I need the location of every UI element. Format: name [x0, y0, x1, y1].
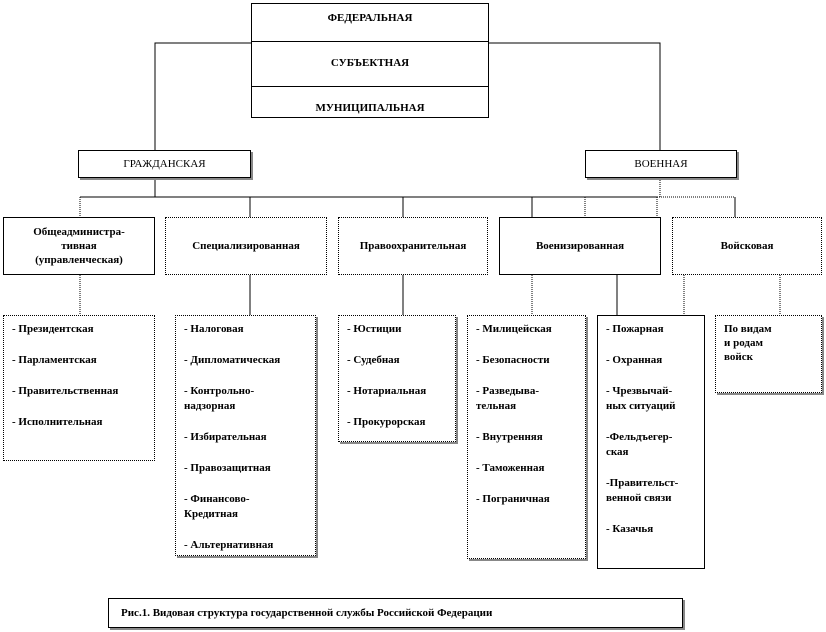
list-item: - Казачья: [606, 523, 654, 535]
category-paramilitary: Военизированная: [499, 217, 661, 275]
level-municipal: МУНИЦИПАЛЬНАЯ: [315, 102, 425, 114]
list-item: - Правозащитная: [184, 462, 271, 474]
list-item: - Судебная: [347, 354, 400, 366]
list-item: - Пограничная: [476, 493, 550, 505]
government-levels-box: ФЕДЕРАЛЬНАЯ СУБЪЕКТНАЯ МУНИЦИПАЛЬНАЯ: [251, 3, 489, 118]
list-item: - Таможенная: [476, 462, 545, 474]
list-item: - Юстиции: [347, 323, 402, 335]
branch-civil: ГРАЖДАНСКАЯ: [78, 150, 251, 178]
list-item: - Чрезвычай- ных ситуаций: [606, 385, 676, 412]
list-item: -Фельдъегер- ская: [606, 431, 673, 458]
list-troops: По видам и родам войск: [715, 315, 822, 393]
level-federal: ФЕДЕРАЛЬНАЯ: [327, 12, 413, 24]
list-law-enforcement: - Юстиции - Судебная - Нотариальная - Пр…: [338, 315, 456, 442]
list-item: - Избирательная: [184, 431, 267, 443]
list-special-services: - Пожарная - Охранная - Чрезвычай- ных с…: [597, 315, 705, 569]
list-general-admin: - Президентская - Парламентская - Правит…: [3, 315, 155, 461]
connector-military-bus: [584, 178, 735, 217]
list-item: - Финансово- Кредитная: [184, 493, 250, 520]
list-item: - Контрольно- надзорная: [184, 385, 255, 412]
list-paramilitary: - Милицейская - Безопасности - Разведыва…: [467, 315, 586, 559]
list-item: - Парламентская: [12, 354, 97, 366]
category-specialized: Специализированная: [165, 217, 327, 275]
list-item: - Милицейская: [476, 323, 552, 335]
category-law-enforcement: Правоохранительная: [338, 217, 488, 275]
list-item: - Правительственная: [12, 385, 119, 397]
list-item: - Нотариальная: [347, 385, 427, 397]
list-item: - Внутренняя: [476, 431, 543, 443]
list-item: - Безопасности: [476, 354, 550, 366]
level-subject: СУБЪЕКТНАЯ: [330, 57, 410, 69]
connector-levels-civil: [154, 42, 251, 150]
list-item: - Дипломатическая: [184, 354, 281, 366]
list-item: - Исполнительная: [12, 416, 103, 428]
list-item: -Правительст- венной связи: [606, 477, 679, 504]
figure-caption: Рис.1. Видовая структура государственной…: [108, 598, 683, 628]
connector-levels-military: [489, 42, 661, 150]
list-item: - Налоговая: [184, 323, 244, 335]
list-item: - Президентская: [12, 323, 94, 335]
caption-text: Рис.1. Видовая структура государственной…: [121, 607, 493, 619]
list-item: - Прокурорская: [347, 416, 426, 428]
list-item: - Охранная: [606, 354, 663, 366]
list-item: - Пожарная: [606, 323, 664, 335]
list-specialized: - Налоговая - Дипломатическая - Контроль…: [175, 315, 316, 556]
list-item: - Альтернативная: [184, 539, 274, 551]
list-item: - Разведыва- тельная: [476, 385, 539, 412]
category-troops: Войсковая: [672, 217, 822, 275]
category-general-admin: Общеадминистра- тивная (управленческая): [3, 217, 155, 275]
branch-military: ВОЕННАЯ: [585, 150, 737, 178]
list-item: По видам и родам войск: [724, 323, 772, 363]
